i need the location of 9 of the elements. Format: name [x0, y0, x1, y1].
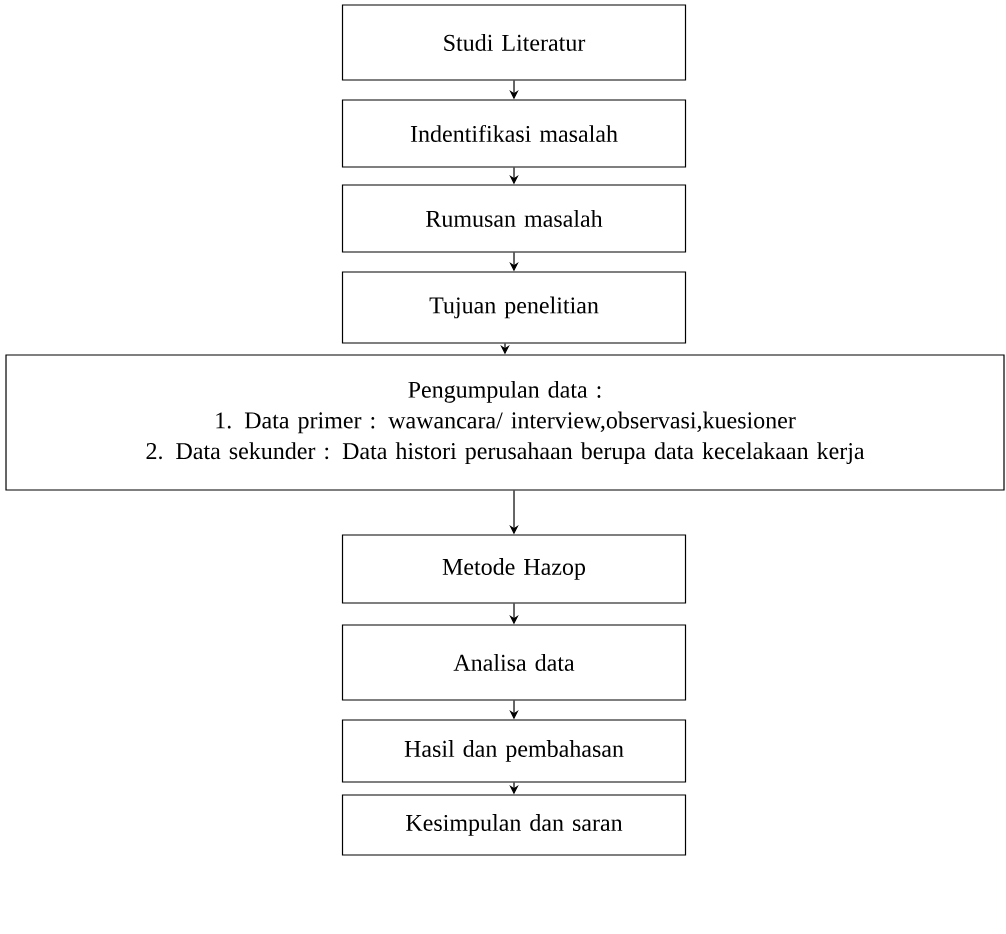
process-box: Tujuan penelitian [341, 271, 687, 344]
process-box: Rumusan masalah [341, 184, 687, 253]
process-box: Pengumpulan data : 1. Data primer : wawancara/ interview,observasi,kuesioner 2. Data sekunder : Data histori perusahaan berupa data kecelakaan kerja [5, 354, 1005, 491]
process-box: Kesimpulan dan saran [341, 794, 687, 856]
process-box: Indentifikasi masalah [341, 99, 687, 168]
process-box: Analisa data [341, 624, 687, 701]
process-box: Hasil dan pembahasan [341, 719, 687, 783]
process-box: Metode Hazop [341, 534, 687, 604]
process-box: Studi Literatur [341, 4, 687, 81]
